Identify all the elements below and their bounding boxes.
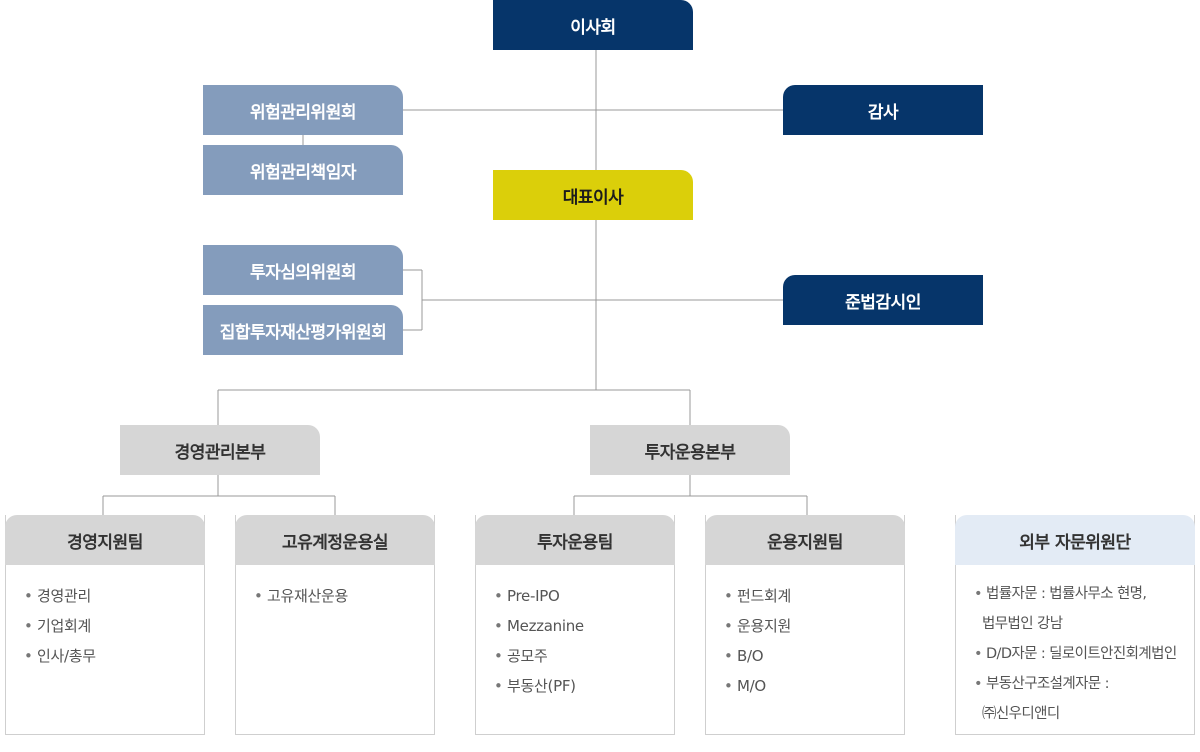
team-title: 운용지원팀 xyxy=(705,515,905,565)
team-title: 경영지원팀 xyxy=(5,515,205,565)
compliance-label: 준법감시인 xyxy=(845,292,921,313)
team-duty-item: 공모주 xyxy=(494,641,674,671)
investment-committee-box: 투자심의위원회 xyxy=(203,245,403,295)
external-advisory-panel: 외부 자문위원단 법률자문 : 법률사무소 현명, 법무법인 강남 D/D자문 … xyxy=(955,515,1195,735)
investment-committee-label: 투자심의위원회 xyxy=(250,262,356,283)
team-duty-list: 펀드회계 운용지원 B/O M/O xyxy=(706,565,904,701)
team-duty-item: M/O xyxy=(724,671,904,701)
team-panel-operation-support: 운용지원팀 펀드회계 운용지원 B/O M/O xyxy=(705,515,905,735)
board-label: 이사회 xyxy=(570,17,616,38)
advisory-item-continued: 법무법인 강남 xyxy=(982,616,1063,632)
team-duty-list: Pre-IPO Mezzanine 공모주 부동산(PF) xyxy=(476,565,674,701)
team-duty-list: 고유재산운용 xyxy=(236,565,434,611)
team-duty-item: 운용지원 xyxy=(724,611,904,641)
audit-box: 감사 xyxy=(783,85,983,135)
advisory-item-continued: ㈜신우디앤디 xyxy=(982,706,1060,722)
team-duty-item: 부동산(PF) xyxy=(494,671,674,701)
valuation-committee-box: 집합투자재산평가위원회 xyxy=(203,305,403,355)
team-title: 고유계정운용실 xyxy=(235,515,435,565)
advisory-item: D/D자문 : 딜로이트안진회계법인 xyxy=(974,639,1194,669)
team-duty-item: 경영관리 xyxy=(24,581,204,611)
investment-division-box: 투자운용본부 xyxy=(590,425,790,475)
advisory-item: 법률자문 : 법률사무소 현명, xyxy=(974,579,1194,609)
ceo-box: 대표이사 xyxy=(493,170,693,220)
ceo-label: 대표이사 xyxy=(562,187,624,208)
team-duty-list: 경영관리 기업회계 인사/총무 xyxy=(6,565,204,671)
valuation-committee-label: 집합투자재산평가위원회 xyxy=(219,322,387,343)
team-duty-item: 인사/총무 xyxy=(24,641,204,671)
team-duty-item: 기업회계 xyxy=(24,611,204,641)
team-title: 투자운용팀 xyxy=(475,515,675,565)
risk-committee-label: 위험관리위원회 xyxy=(250,102,356,123)
external-advisory-list: 법률자문 : 법률사무소 현명, 법무법인 강남 D/D자문 : 딜로이트안진회… xyxy=(956,565,1194,729)
team-panel-proprietary: 고유계정운용실 고유재산운용 xyxy=(235,515,435,735)
investment-division-label: 투자운용본부 xyxy=(644,442,736,463)
management-division-label: 경영관리본부 xyxy=(174,442,266,463)
risk-committee-box: 위험관리위원회 xyxy=(203,85,403,135)
risk-officer-label: 위험관리책임자 xyxy=(250,162,356,183)
team-duty-item: B/O xyxy=(724,641,904,671)
team-duty-item: 펀드회계 xyxy=(724,581,904,611)
risk-officer-box: 위험관리책임자 xyxy=(203,145,403,195)
team-duty-item: 고유재산운용 xyxy=(254,581,434,611)
team-panel-management-support: 경영지원팀 경영관리 기업회계 인사/총무 xyxy=(5,515,205,735)
advisory-item: 부동산구조설계자문 : xyxy=(974,669,1194,699)
management-division-box: 경영관리본부 xyxy=(120,425,320,475)
external-advisory-title: 외부 자문위원단 xyxy=(955,515,1195,565)
compliance-box: 준법감시인 xyxy=(783,275,983,325)
board-box: 이사회 xyxy=(493,0,693,50)
audit-label: 감사 xyxy=(867,102,899,123)
team-duty-item: Pre-IPO xyxy=(494,581,674,611)
team-panel-investment: 투자운용팀 Pre-IPO Mezzanine 공모주 부동산(PF) xyxy=(475,515,675,735)
team-duty-item: Mezzanine xyxy=(494,611,674,641)
